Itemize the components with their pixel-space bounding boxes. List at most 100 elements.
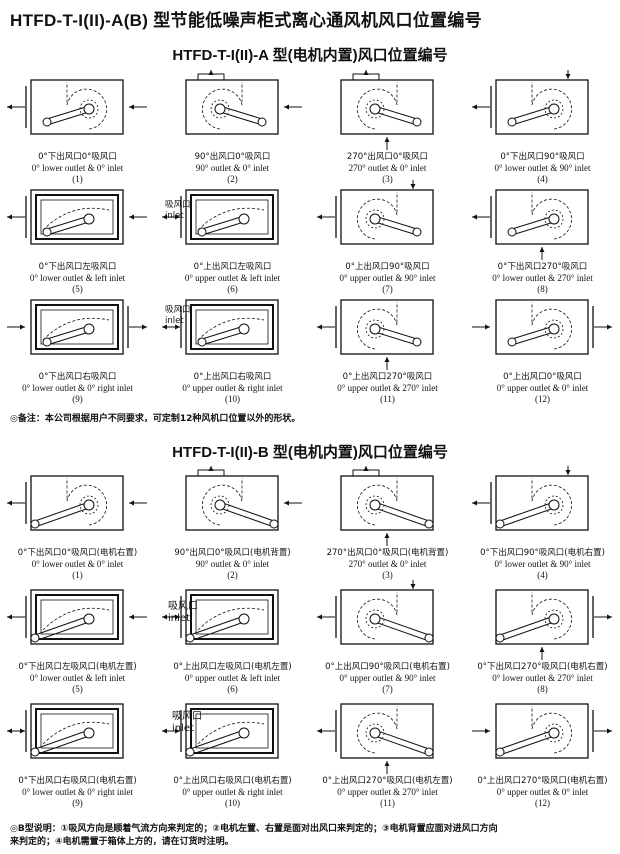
fan-schematic xyxy=(494,589,612,660)
inner-panel xyxy=(195,713,268,749)
belt-line xyxy=(201,215,244,230)
fan-pulley xyxy=(548,323,559,335)
motor-pulley xyxy=(30,633,39,643)
fan-pulley xyxy=(83,323,94,335)
belt-line xyxy=(201,325,244,340)
airflow-arrow-head xyxy=(471,500,477,506)
caption-en: 90° outlet & 0° inlet xyxy=(195,559,270,569)
fan-pulley xyxy=(83,499,94,511)
fan-pulley xyxy=(238,323,249,335)
motor-pulley xyxy=(424,519,433,529)
volute-outline xyxy=(356,302,397,350)
caption-zh: 0°上出风口左吸风口(电机左置) xyxy=(173,662,292,672)
caption-zh: 0°上出风口90°吸风口 xyxy=(345,262,430,272)
caption-en: 0° lower outlet & 0° inlet xyxy=(31,163,124,173)
caption-num: (12) xyxy=(535,394,550,404)
fan-position-cell: 90°出风口0°吸风口(电机背置)90° outlet & 0° inlet(2… xyxy=(155,466,310,581)
inlet-label-b5: 吸风口 inlet xyxy=(168,601,198,625)
casing xyxy=(494,703,589,759)
airflow-arrow-head xyxy=(316,324,322,330)
inlet-label-b9: 吸风口 inlet xyxy=(172,711,202,735)
belt-line xyxy=(511,221,554,236)
casing xyxy=(184,589,279,645)
caption-en: 0° upper outlet & right inlet xyxy=(182,383,283,393)
caption-num: (6) xyxy=(227,684,238,694)
caption-zh: 0°下出风口90°吸风口(电机右置) xyxy=(480,548,605,558)
belt-line xyxy=(34,729,89,750)
fan-pulley xyxy=(238,727,249,739)
belt-line xyxy=(511,331,554,346)
caption-num: (5) xyxy=(72,284,83,294)
caption-num: (7) xyxy=(382,284,393,294)
belt-line xyxy=(219,111,262,126)
caption-num: (3) xyxy=(382,174,393,184)
fan-pulley xyxy=(83,213,94,225)
caption-zh: 0°上出风口90°吸风口(电机右置) xyxy=(325,662,450,672)
belt-line xyxy=(374,325,417,340)
airflow-arrow-head xyxy=(283,500,289,506)
inner-frame xyxy=(189,708,274,754)
belt-line xyxy=(499,729,554,750)
airflow-arrow-head xyxy=(208,466,213,471)
caption-num: (1) xyxy=(72,174,83,184)
airflow-arrow-head xyxy=(128,614,134,620)
caption-zh: 270°出风口0°吸风口 xyxy=(346,152,429,162)
airflow-arrow-head xyxy=(6,614,12,620)
airflow-arrow-head xyxy=(606,614,612,620)
fan-position-cell: 0°下出风口左吸风口(电机左置)0° lower outlet & left i… xyxy=(0,580,155,695)
motor-pulley xyxy=(424,747,433,757)
motor-pulley xyxy=(269,519,278,529)
fan-pulley xyxy=(83,103,94,115)
caption-zh: 0°下出风口0°吸风口 xyxy=(38,152,117,162)
motor-pulley xyxy=(495,519,504,529)
impeller-outline xyxy=(197,207,264,231)
belt-line xyxy=(219,501,274,522)
caption-zh: 0°下出风口0°吸风口(电机右置) xyxy=(17,548,138,558)
fan-pulley xyxy=(548,613,559,625)
impeller-outline xyxy=(197,721,264,745)
caption-en: 0° lower outlet & 0° right inlet xyxy=(22,383,133,393)
airflow-arrow-head xyxy=(6,104,12,110)
fan-schematic xyxy=(471,703,612,759)
airflow-arrow-head xyxy=(19,728,25,734)
belt-line xyxy=(34,615,89,636)
casing xyxy=(184,475,279,531)
inner-panel xyxy=(195,309,268,345)
caption-en: 0° upper outlet & 90° inlet xyxy=(339,273,436,283)
belt-line xyxy=(34,735,89,756)
inlet-label-en: inlet xyxy=(168,613,190,624)
fan-pulley xyxy=(369,613,380,625)
fan-position-cell: 270°出风口0°吸风口(电机背置)270° outlet & 0° inlet… xyxy=(310,466,465,581)
volute-outline xyxy=(201,478,242,526)
fan-pulley xyxy=(238,213,249,225)
fan-schematic xyxy=(161,299,279,355)
fan-pulley xyxy=(238,613,249,625)
fan-schematic xyxy=(6,589,147,645)
caption-zh: 90°出风口0°吸风口(电机背置) xyxy=(174,548,291,558)
airflow-arrow-head xyxy=(410,184,415,189)
airflow-arrow-head xyxy=(471,104,477,110)
caption-en: 0° upper outlet & left inlet xyxy=(184,273,281,283)
airflow-arrow-head xyxy=(384,761,389,766)
belt-line xyxy=(499,735,554,756)
belt-line xyxy=(499,507,554,528)
airflow-arrow-head xyxy=(19,324,25,330)
belt-line xyxy=(374,215,417,230)
belt-line xyxy=(46,111,89,126)
motor-pulley xyxy=(412,227,421,237)
cell-caption: 0°上出风口270°吸风口(电机左置)0° upper outlet & 270… xyxy=(310,776,465,809)
belt-line xyxy=(46,331,89,346)
caption-en: 90° outlet & 0° inlet xyxy=(195,163,270,173)
fan-schematic xyxy=(6,299,147,355)
fan-pulley xyxy=(369,213,380,225)
section-b-note-line1: ◎B型说明：①吸风方向是顺着气流方向来判定的；②电机左置、右置是面对出风口来判定… xyxy=(10,824,498,834)
caption-zh: 0°下出风口右吸风口(电机右置) xyxy=(18,776,137,786)
volute-outline xyxy=(356,592,397,640)
motor-pulley xyxy=(507,227,516,237)
inner-frame xyxy=(189,304,274,350)
fan-position-cell: 0°上出风口右吸风口(电机右置)0° upper outlet & right … xyxy=(155,694,310,809)
fan-schematic xyxy=(471,299,612,355)
